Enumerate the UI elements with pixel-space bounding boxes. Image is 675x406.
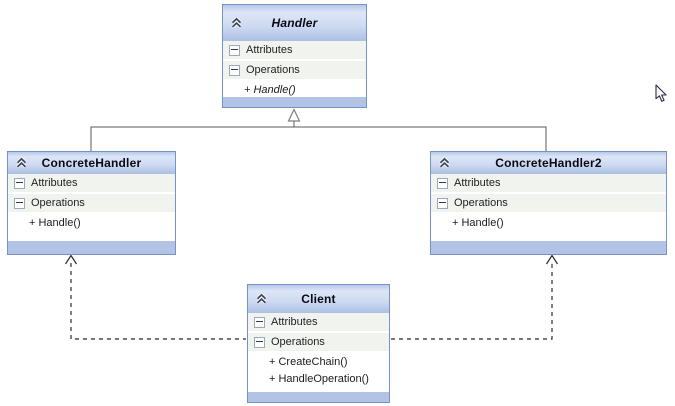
class-header[interactable]: ConcreteHandler2: [431, 152, 666, 174]
operations-section-row[interactable]: Operations: [8, 194, 175, 214]
attributes-label: Attributes: [271, 316, 318, 328]
attributes-section-row[interactable]: Attributes: [248, 313, 389, 333]
operation-item[interactable]: + Handle(): [29, 217, 81, 229]
collapse-minus-icon[interactable]: [254, 336, 265, 348]
collapse-chevron-icon[interactable]: [438, 157, 451, 169]
generalization-connector[interactable]: [90, 108, 547, 152]
class-title: Handler: [271, 16, 318, 30]
operations-list: + CreateChain() + HandleOperation(): [248, 353, 389, 391]
class-header[interactable]: Client: [248, 285, 389, 313]
operations-section-row[interactable]: Operations: [431, 194, 666, 214]
attributes-section-row[interactable]: Attributes: [223, 41, 366, 61]
collapse-minus-icon[interactable]: [437, 197, 448, 209]
class-box-client[interactable]: Client Attributes Operations + CreateCha…: [247, 284, 390, 403]
collapse-minus-icon[interactable]: [229, 64, 240, 76]
operations-section-row[interactable]: Operations: [223, 61, 366, 81]
operation-item[interactable]: + CreateChain(): [269, 356, 348, 368]
dependency-connector-right[interactable]: [391, 254, 559, 340]
collapse-chevron-icon[interactable]: [230, 17, 243, 29]
box-bottom-strip: [223, 96, 366, 107]
operations-list: + Handle(): [8, 214, 175, 240]
class-header[interactable]: ConcreteHandler: [8, 152, 175, 174]
collapse-minus-icon[interactable]: [229, 44, 240, 56]
attributes-section-row[interactable]: Attributes: [431, 174, 666, 194]
operations-label: Operations: [31, 197, 85, 209]
class-box-handler[interactable]: Handler Attributes Operations + Handle(): [222, 4, 367, 108]
collapse-minus-icon[interactable]: [254, 316, 265, 328]
class-box-concretehandler2[interactable]: ConcreteHandler2 Attributes Operations +…: [430, 151, 667, 255]
operations-label: Operations: [454, 197, 508, 209]
attributes-section-row[interactable]: Attributes: [8, 174, 175, 194]
dependency-arrowhead-icon: [545, 254, 559, 265]
operations-label: Operations: [246, 64, 300, 76]
class-title: ConcreteHandler: [41, 156, 142, 170]
box-bottom-strip: [248, 391, 389, 402]
inheritance-triangle-icon: [287, 108, 301, 122]
class-title: ConcreteHandler2: [495, 156, 602, 170]
collapse-minus-icon[interactable]: [14, 197, 25, 209]
collapse-chevron-icon[interactable]: [15, 157, 28, 169]
operations-section-row[interactable]: Operations: [248, 333, 389, 353]
collapse-minus-icon[interactable]: [14, 177, 25, 189]
dependency-arrowhead-icon: [64, 254, 78, 265]
collapse-chevron-icon[interactable]: [255, 293, 268, 305]
attributes-label: Attributes: [454, 177, 501, 189]
operations-list: + Handle(): [431, 214, 666, 240]
mouse-cursor-icon: [655, 84, 667, 102]
attributes-label: Attributes: [31, 177, 78, 189]
class-box-concretehandler[interactable]: ConcreteHandler Attributes Operations + …: [7, 151, 176, 255]
box-bottom-strip: [431, 240, 666, 254]
operation-item[interactable]: + HandleOperation(): [269, 373, 369, 385]
attributes-label: Attributes: [246, 44, 293, 56]
operation-item[interactable]: + Handle(): [244, 84, 296, 96]
box-bottom-strip: [8, 240, 175, 254]
dependency-connector-left[interactable]: [64, 254, 247, 340]
operations-label: Operations: [271, 336, 325, 348]
collapse-minus-icon[interactable]: [437, 177, 448, 189]
class-title: Client: [301, 292, 336, 306]
operations-list: + Handle(): [223, 81, 366, 96]
class-header[interactable]: Handler: [223, 5, 366, 41]
operation-item[interactable]: + Handle(): [452, 217, 504, 229]
